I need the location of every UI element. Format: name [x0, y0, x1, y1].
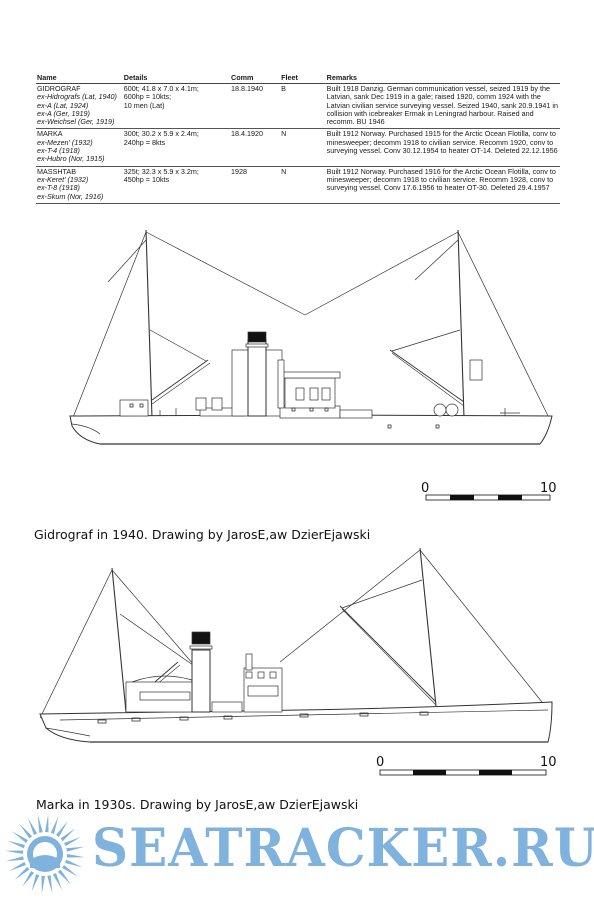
sun-ray [8, 861, 26, 872]
vessel-former-name: ex-T-4 (1918) [37, 146, 80, 156]
comm-date-cell: 18.8.1940 [231, 84, 264, 93]
sun-ray [12, 831, 28, 843]
sun-ray [27, 817, 38, 835]
sun-ray [62, 865, 78, 877]
sun-ray [31, 874, 40, 892]
remarks-cell: Built 1912 Norway. Purchased 1916 for th… [326, 166, 560, 203]
vessel-name: MARKA [37, 129, 63, 139]
header-comm: Comm [230, 74, 281, 84]
remark-line: minesweeper; decomm 1918 to civilian ser… [326, 174, 554, 184]
vessel-name: GIDROGRAF [37, 84, 81, 93]
gidrograf-caption: Gidrograf in 1940. Drawing by JarosE,aw … [34, 527, 371, 542]
sun-ray [66, 846, 85, 852]
comm-date-cell: 1928 [231, 166, 248, 176]
marka-scale-start: 0 [376, 755, 384, 770]
details-cell: 325t; 32.3 x 5.9 x 3.2m;450hp = 10kts [123, 166, 230, 203]
sun-ray [14, 866, 30, 880]
remark-line: minesweeper; decomm 1918 to civilian ser… [326, 137, 554, 147]
remark-line: collision with icebreaker Ermak in Lenin… [326, 108, 534, 118]
header-details: Details [122, 74, 231, 84]
header-remarks: Remarks [325, 74, 560, 84]
vessel-name: MASSHTAB [37, 166, 77, 176]
sun-ray [65, 859, 83, 868]
sun-ray [57, 869, 71, 885]
marka-caption: Marka in 1930s. Drawing by JarosE,aw Dzi… [36, 797, 359, 812]
sun-ray [56, 821, 68, 837]
watermark-text: SEATRACKER.RU [92, 816, 594, 879]
sun-ray [50, 816, 59, 834]
vessel-former-name: ex-A (Ger, 1919) [37, 108, 90, 118]
sun-ray [60, 828, 76, 842]
detail-line: 325t; 32.3 x 5.9 x 3.2m; [123, 166, 199, 176]
detail-line: 240hp = 8kts [123, 137, 166, 147]
marka-scale-bar: 0 10 [376, 755, 557, 776]
detail-line: 10 men (Lat) [123, 100, 165, 110]
detail-line: 600hp = 10kts; [123, 92, 172, 102]
sun-ray [5, 850, 24, 854]
remark-line: Latvian civilian service surveying vesse… [326, 100, 558, 110]
fleet-cell: B [281, 84, 286, 93]
gidrograf-drawing: 0 10 [69, 229, 557, 501]
sun-ray [37, 814, 43, 833]
remark-line: recomm. BU 1946 [326, 117, 385, 127]
remark-line: surveying vessel. Conv 30.12.1954 to hea… [326, 146, 558, 156]
sun-ray [64, 836, 82, 847]
ship-data-table: Name Details Comm Fleet Remarks GIDROGRA… [36, 74, 560, 204]
seatracker-watermark: SEATRACKER.RU [0, 810, 594, 899]
remarks-cell: Built 1918 Danzig. German communication … [326, 84, 560, 129]
vessel-former-name: ex-Keret' (1932) [37, 174, 89, 184]
gidrograf-scale-bar: 0 10 [421, 481, 557, 501]
gidrograf-scale-end: 10 [540, 481, 557, 496]
vessel-former-name: ex-Mezen' (1932) [37, 137, 93, 147]
sun-ray [52, 873, 63, 891]
fleet-cell: N [281, 166, 287, 176]
details-cell: 300t; 30.2 x 5.9 x 2.4m;240hp = 8kts [123, 129, 230, 166]
remark-line: Built 1918 Danzig. German communication … [326, 84, 550, 93]
sun-ray [66, 854, 85, 858]
remark-line: surveying vessel. Conv 17.6.1956 to heat… [326, 183, 550, 193]
sun-ray [41, 875, 45, 894]
remarks-cell: Built 1912 Norway. Purchased 1915 for th… [326, 129, 560, 166]
vessel-former-name: ex-Skum (Nor, 1916) [37, 191, 104, 201]
sun-ray [47, 875, 53, 894]
remark-line: Built 1912 Norway. Purchased 1915 for th… [326, 129, 556, 139]
vessel-former-name: ex-Hidrografs (Lat, 1940) [37, 92, 117, 102]
detail-line: 300t; 30.2 x 5.9 x 2.4m; [123, 129, 199, 139]
marka-drawing: 0 10 [39, 547, 557, 776]
details-cell: 600t; 41.8 x 7.0 x 4.1m;600hp = 10kts;10… [123, 84, 230, 129]
table-header-row: Name Details Comm Fleet Remarks [36, 74, 560, 84]
vessel-former-name: ex-A (Lat, 1924) [37, 100, 89, 110]
comm-date-cell: 18.4.1920 [231, 129, 264, 139]
vessel-former-name: ex-T-8 (1918) [37, 183, 80, 193]
fleet-cell: N [281, 129, 287, 139]
sun-ray [22, 871, 34, 887]
vessel-former-name: ex-Hubro (Nor, 1915) [37, 154, 105, 164]
remark-line: Built 1912 Norway. Purchased 1916 for th… [326, 166, 556, 176]
sun-ray [19, 823, 33, 839]
vessel-former-name: ex-Weichsel (Ger, 1919) [37, 117, 115, 127]
header-name: Name [36, 74, 123, 84]
detail-line: 450hp = 10kts [123, 174, 170, 184]
marka-scale-end: 10 [540, 755, 557, 770]
detail-line: 600t; 41.8 x 7.0 x 4.1m; [123, 84, 199, 93]
gidrograf-scale-start: 0 [421, 481, 429, 496]
sun-ray [7, 840, 25, 849]
sun-ray [45, 814, 49, 833]
header-fleet: Fleet [280, 74, 326, 84]
sun-logo-icon [5, 814, 85, 894]
sun-ray [5, 856, 24, 862]
remark-line: Latvian, sank Dec 1919 in a gale; raised… [326, 92, 541, 102]
